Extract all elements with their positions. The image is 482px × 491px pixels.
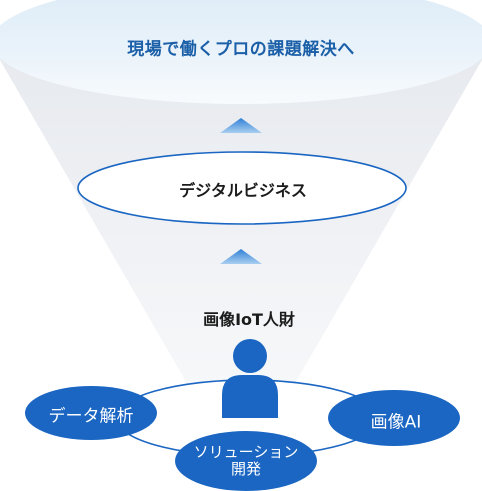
talent-label: 画像IoT人財 [203, 310, 295, 329]
solution-development-line2: 開発 [230, 460, 262, 478]
goal-ellipse [0, 0, 482, 104]
skill-image-ai [328, 390, 460, 446]
digital-business-label: デジタルビジネス [179, 181, 307, 200]
solution-development-line1: ソリューション [193, 443, 299, 461]
digital-business-ellipse [77, 151, 407, 225]
arrow-up-icon [220, 249, 262, 264]
skill-data-analysis [25, 386, 157, 440]
person-icon [222, 339, 278, 418]
solution-development-label: ソリューション 開発 [194, 444, 299, 478]
image-ai-label: 画像AI [370, 412, 422, 433]
arrow-up-icon [220, 118, 262, 133]
data-analysis-label: データ解析 [48, 406, 134, 427]
skill-solution-development [175, 431, 317, 491]
goal-label: 現場で働くプロの課題解決へ [127, 39, 355, 60]
